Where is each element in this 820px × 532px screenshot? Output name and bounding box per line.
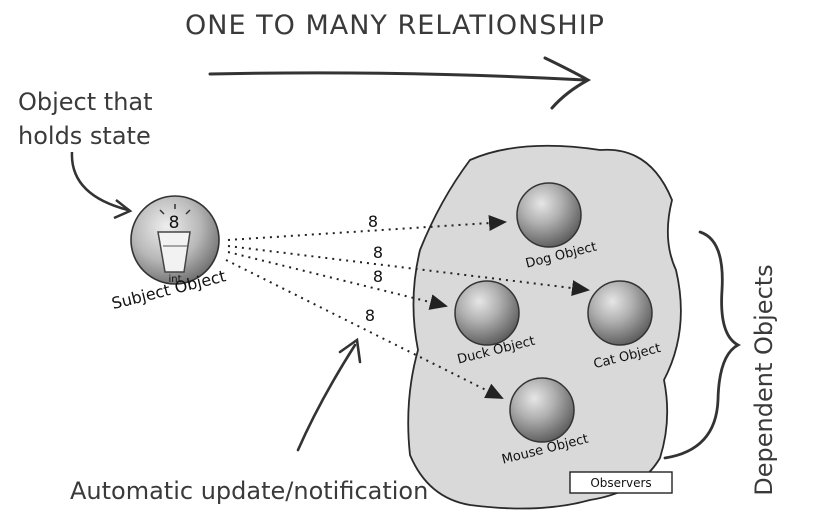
mouse-sphere [509,377,575,443]
annotation-arrow [70,151,129,212]
notification-arrow [296,343,357,452]
notify-value-duck: 8 [373,267,383,286]
notify-line-mouse [225,259,504,399]
observers-label: Observers [590,476,651,490]
subject-object: 8 int [130,195,220,285]
cup-icon [157,231,191,273]
notification-label: Automatic update/notification [70,477,428,505]
notify-value-dog: 8 [368,212,378,231]
notify-line-duck [227,251,448,310]
notification-arrowhead [338,337,362,364]
subject-state-value: 8 [169,213,180,233]
glow-icon [159,204,191,215]
subject-state-type: int [168,274,181,285]
subject-annotation-line2: holds state [18,122,151,150]
notify-line-dog [227,215,507,241]
dependents-brace [663,230,742,460]
observers-badge: Observers [569,471,673,494]
notification-lines [225,215,590,399]
one-to-many-arrow [208,56,592,110]
diagram-title: ONE TO MANY RELATIONSHIP [185,10,605,41]
notify-value-mouse: 8 [365,306,375,325]
notify-line-cat [227,245,590,296]
dependents-label: Dependent Objects [750,264,778,495]
dog-sphere [516,182,582,248]
duck-sphere [454,280,520,346]
subject-annotation-line1: Object that [18,88,153,116]
notify-value-cat: 8 [373,243,383,262]
annotation-arrowhead [113,199,133,220]
cat-sphere [587,280,653,346]
